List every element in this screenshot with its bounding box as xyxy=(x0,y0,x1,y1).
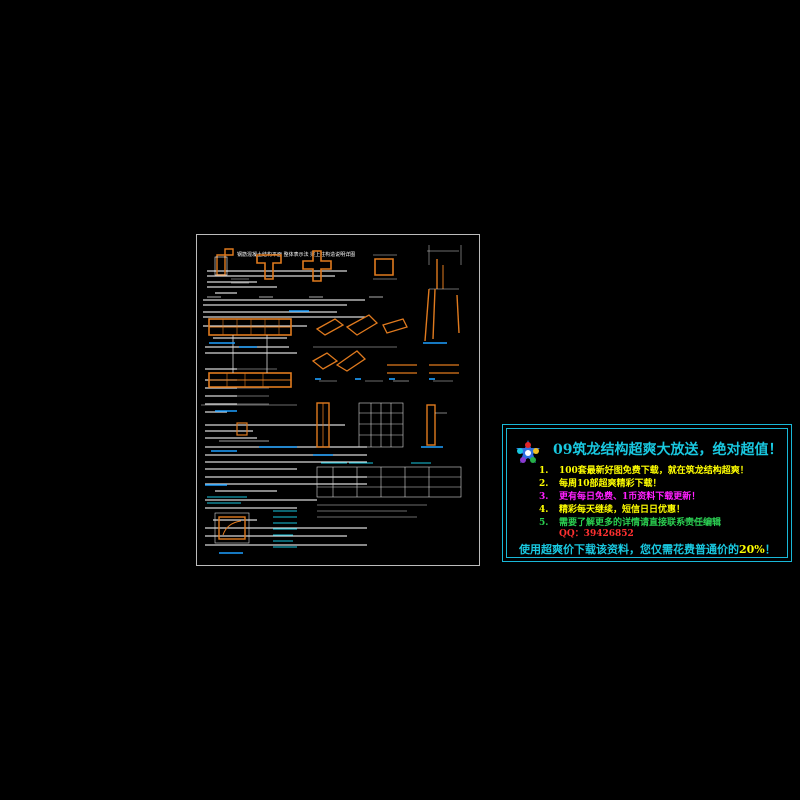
rebar-labels xyxy=(207,462,431,548)
promo-item-1[interactable]: 1. 100套最新好图免费下载，就在筑龙结构超爽！ xyxy=(539,463,749,476)
promo-item-5[interactable]: 5. 需要了解更多的详情请直接联系责任编辑 xyxy=(539,515,721,528)
promo-source-note: （本图由筑龙网友提供） xyxy=(679,518,723,523)
promo-item-number: 2. xyxy=(539,479,549,489)
cad-drawing-frame: 钢筋混凝土结构平面 整体表示法 梁上柱构造说明详图 xyxy=(196,234,480,566)
promo-item-4[interactable]: 4. 精彩每天继续，短信日日优惠！ xyxy=(539,502,685,515)
column-sections xyxy=(214,245,462,290)
promo-item-text: 精彩每天继续，短信日日优惠！ xyxy=(559,505,686,515)
promo-item-number: 1. xyxy=(539,466,549,476)
beam-section xyxy=(214,422,269,544)
promo-title: 09筑龙结构超爽大放送，绝对超值！ xyxy=(553,442,783,458)
rebar-table xyxy=(358,402,404,448)
promo-item-number: 5. xyxy=(539,518,549,528)
drawing-title: 钢筋混凝土结构平面 整体表示法 梁上柱构造说明详图 xyxy=(237,252,356,258)
column-detail xyxy=(316,402,447,448)
promo-item-text: 更有每日免费、1币资料下载更新！ xyxy=(559,492,701,502)
promo-footer-text: 使用超爽价下载该资料，您仅需花费普通价的 xyxy=(519,543,739,556)
promo-banner[interactable]: 09筑龙结构超爽大放送，绝对超值！ 1. 100套最新好图免费下载，就在筑龙结构超… xyxy=(502,424,792,562)
slanted-beam-details xyxy=(311,314,459,374)
promo-item-3[interactable]: 3. 更有每日免费、1币资料下载更新！ xyxy=(539,489,700,502)
cad-drawing-canvas xyxy=(201,245,462,554)
rebar-vertical-detail xyxy=(424,288,460,342)
promo-discount-percent: 20% xyxy=(739,543,765,556)
promo-footer: 使用超爽价下载该资料，您仅需花费普通价的20%！ xyxy=(519,541,776,557)
promo-qq-contact[interactable]: QQ：39426852 xyxy=(559,529,634,539)
promo-inner-border xyxy=(506,428,788,558)
notes-text-block xyxy=(203,270,367,546)
beam-elevation xyxy=(201,318,297,406)
star-logo-icon xyxy=(516,440,540,463)
anchorage-table xyxy=(316,466,462,518)
promo-item-text: 每周10部超爽精彩下载！ xyxy=(559,479,662,489)
promo-item-number: 4. xyxy=(539,505,549,515)
promo-item-2[interactable]: 2. 每周10部超爽精彩下载！ xyxy=(539,476,662,489)
promo-footer-end: ！ xyxy=(764,543,776,556)
promo-item-number: 3. xyxy=(539,492,549,502)
promo-item-text: 需要了解更多的详情请直接联系责任编辑 xyxy=(559,518,722,528)
promo-item-text: 100套最新好图免费下载，就在筑龙结构超爽！ xyxy=(559,466,749,476)
